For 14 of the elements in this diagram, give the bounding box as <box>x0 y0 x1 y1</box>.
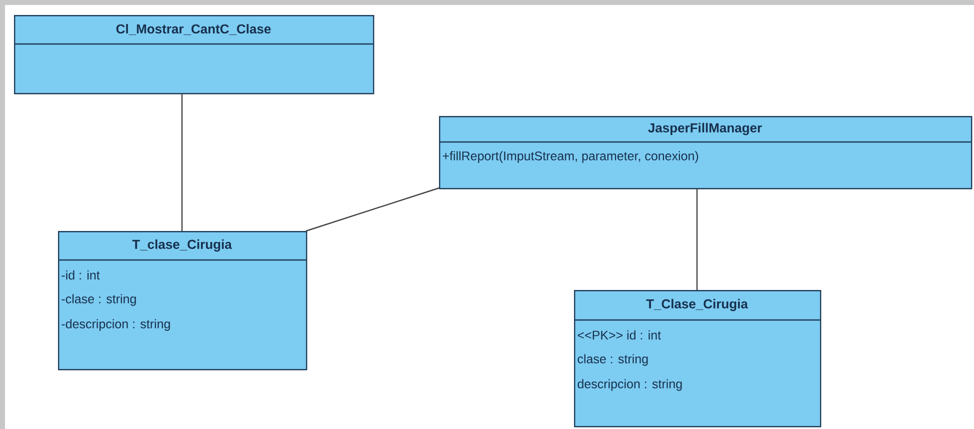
class-name: Cl_Mostrar_CantC_Clase <box>116 24 271 35</box>
association-line <box>181 93 183 231</box>
class-name: T_clase_Cirugia <box>132 239 232 252</box>
association-line <box>306 187 440 232</box>
attribute-text: clase : string <box>578 354 648 366</box>
class-name: JasperFillManager <box>648 122 762 136</box>
attribute-text: -clase : string <box>62 294 136 306</box>
attribute-text: <<PK>> id : int <box>578 330 661 340</box>
class-name: T_Clase_Cirugia <box>646 298 748 312</box>
association-line <box>696 188 698 290</box>
attribute-text: descripcion : string <box>578 379 682 391</box>
operation-text: +fillReport(ImputStream, parameter, conexion) <box>442 151 698 163</box>
attribute-text: -descripcion : string <box>62 319 170 331</box>
attribute-text: -id : int <box>62 270 100 280</box>
